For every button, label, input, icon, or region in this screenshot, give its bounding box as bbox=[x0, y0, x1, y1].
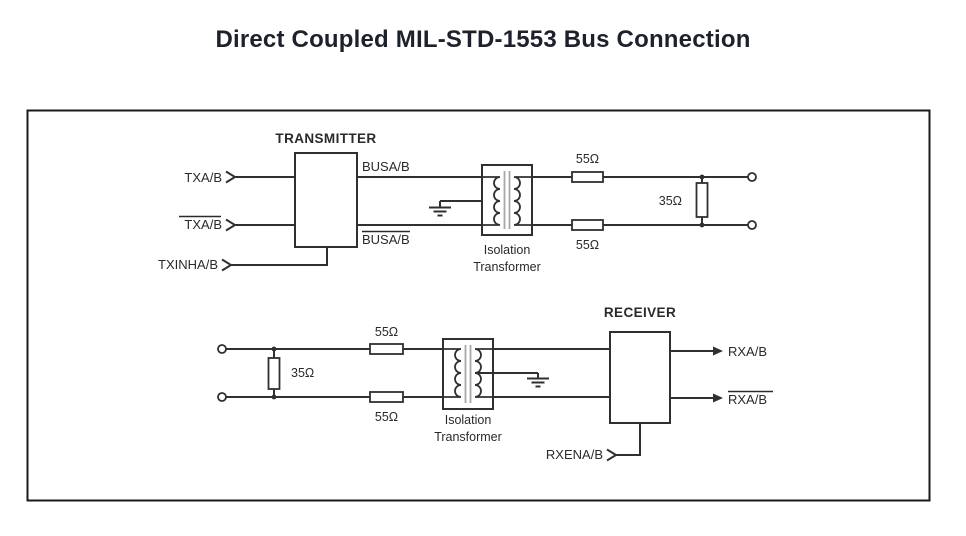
busab-n-label: BUSA/B bbox=[362, 232, 410, 247]
diagram-border bbox=[26, 109, 931, 502]
ground-icon bbox=[475, 372, 549, 388]
resistor-55-top bbox=[369, 343, 404, 355]
r55-top-label: 55Ω bbox=[375, 325, 398, 339]
bus-terminal bbox=[747, 220, 757, 230]
txab-label: TXA/B bbox=[184, 170, 222, 185]
resistor-35 bbox=[695, 182, 709, 218]
r55-top-label: 55Ω bbox=[576, 152, 599, 166]
bus-terminal bbox=[217, 392, 227, 402]
rxab-n-output-arrow-icon bbox=[713, 393, 723, 403]
resistor-55-bottom bbox=[571, 219, 604, 231]
transformer-caption-line2: Transformer bbox=[434, 430, 502, 444]
transformer-caption-line1: Isolation bbox=[445, 413, 492, 427]
transmitter-section: TRANSMITTER TXA/B TXA/B TXINHA/B BUSA/B … bbox=[158, 131, 757, 274]
r55-bottom-label: 55Ω bbox=[576, 238, 599, 252]
receiver-block bbox=[609, 331, 671, 424]
isolation-transformer bbox=[481, 164, 533, 236]
resistor-35 bbox=[267, 357, 281, 390]
rxab-output-arrow-icon bbox=[713, 346, 723, 356]
r35-label: 35Ω bbox=[659, 194, 682, 208]
resistor-55-top bbox=[571, 171, 604, 183]
page-title: Direct Coupled MIL-STD-1553 Bus Connecti… bbox=[215, 26, 751, 53]
transformer-caption-line1: Isolation bbox=[484, 243, 531, 257]
txinhab-label: TXINHA/B bbox=[158, 257, 218, 272]
resistor-55-bottom bbox=[369, 391, 404, 403]
transformer-caption-line2: Transformer bbox=[473, 260, 541, 274]
rxab-n-label: RXA/B bbox=[728, 392, 767, 407]
busab-label: BUSA/B bbox=[362, 159, 410, 174]
wire bbox=[231, 247, 328, 266]
rxab-label: RXA/B bbox=[728, 344, 767, 359]
r35-label: 35Ω bbox=[291, 366, 314, 380]
bus-terminal bbox=[217, 344, 227, 354]
primary-winding bbox=[482, 176, 501, 226]
receiver-section: 35Ω 55Ω 55Ω Isolation Transformer R bbox=[217, 305, 773, 462]
txab-n-label: TXA/B bbox=[184, 217, 222, 232]
receiver-label: RECEIVER bbox=[604, 305, 676, 320]
rxenab-label: RXENA/B bbox=[546, 447, 603, 462]
r55-bottom-label: 55Ω bbox=[375, 410, 398, 424]
transmitter-label: TRANSMITTER bbox=[275, 131, 376, 146]
bus-terminal bbox=[747, 172, 757, 182]
primary-winding bbox=[443, 348, 462, 398]
transmitter-block bbox=[294, 152, 358, 248]
wire bbox=[616, 423, 641, 456]
secondary-winding bbox=[513, 176, 532, 226]
